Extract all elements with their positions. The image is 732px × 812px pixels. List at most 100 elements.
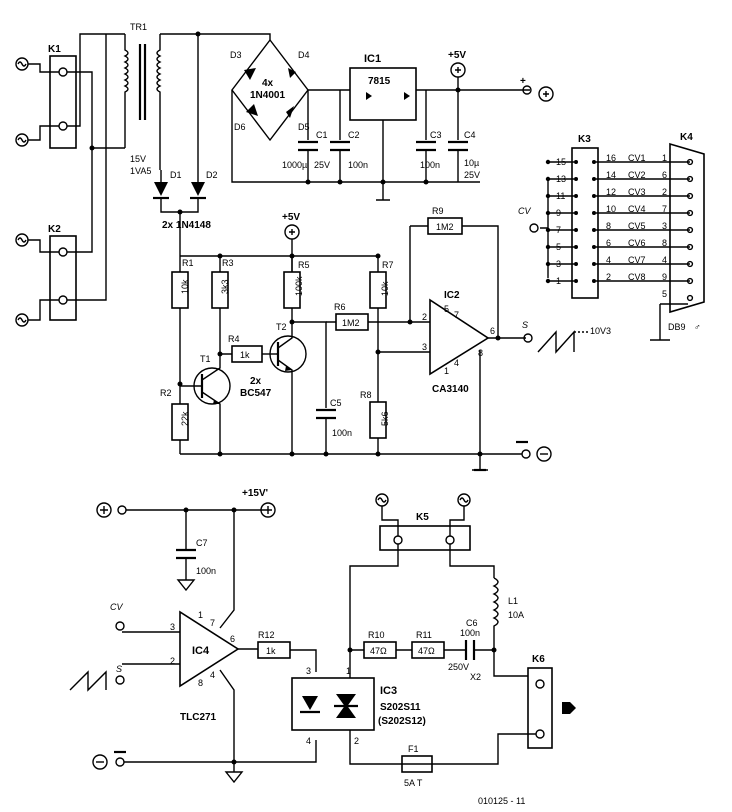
r10-label: R10 [368,630,385,640]
k6-label: K6 [532,654,545,665]
r3-label: R3 [222,258,234,268]
output-plug-icon [562,702,576,714]
d3-label: D3 [230,50,242,60]
db9-pin: 3 [662,221,667,231]
resistor-r10: R10 47Ω [363,630,397,659]
resistor-r8: R8 5k6 [360,352,390,454]
k3-pin-right: 10 [606,204,616,214]
ic4-label: IC4 [192,645,210,657]
ic4-pin2: 2 [170,656,175,666]
ic4-pin3: 3 [170,622,175,632]
fuse-f1: F1 5A T [401,744,433,788]
resistor-r5: R5 100k [283,256,310,309]
c7-label: C7 [196,538,208,548]
ic4-part: TLC271 [180,712,217,723]
cv-label: CV [518,206,531,216]
s-ic4-label: S [116,664,122,674]
k3-pin-right: 4 [606,255,611,265]
r9-label: R9 [432,206,444,216]
c2-label: C2 [348,130,360,140]
regulator-ic1: 7815 IC1 +5V + [340,50,554,201]
c6-value: 100n [460,628,480,638]
f1-rating: 5A T [404,778,423,788]
db9-pin: 1 [662,153,667,163]
ic3-pin2: 2 [354,736,359,746]
db9-pin: 8 [662,238,667,248]
voltage-label: 10V3 [590,326,611,336]
transistors-count: 2x [250,376,262,387]
transistor-t1: T1 [180,354,231,454]
opamp-ic2: IC2 CA3140 2 3 6 5 7 8 4 1 [422,290,526,454]
resistor-r4: R4 1k [228,334,276,363]
capacitors-supply: C1 1000µ 25V C2 100n C3 100n C4 10µ 25V [282,90,480,185]
r2-label: R2 [160,388,172,398]
r11-label: R11 [416,630,432,640]
ic3-pin1: 1 [346,666,351,676]
db9-pin: 9 [662,272,667,282]
ic4-pin1: 1 [198,610,203,620]
r1-label: R1 [182,258,194,268]
ic3-label: IC3 [380,685,397,697]
k5-label: K5 [416,512,429,523]
db9-pin: 6 [662,170,667,180]
cv-ic4-label: CV [110,602,123,612]
ic2-pin3: 3 [422,342,427,352]
r3-value: 3k3 [220,279,230,294]
c3-value: 100n [420,160,440,170]
connector-k2: K2 [15,224,77,327]
cv-line-label: CV1 [628,153,646,163]
ic2-label: IC2 [444,290,460,301]
resistor-r11: R11 47Ω [411,630,445,659]
c6-label: C6 [466,618,478,628]
v5-mid-label: +5V [282,212,300,223]
r12-label: R12 [258,630,275,640]
r8-label: R8 [360,390,372,400]
c5-value: 100n [332,428,352,438]
r10-value: 47Ω [370,646,387,656]
c4-value: 10µ [464,158,479,168]
cv-line-label: CV7 [628,255,646,265]
d2-label: D2 [206,170,218,180]
k2-label: K2 [48,224,61,235]
resistor-r2: R2 22k [160,384,190,454]
db9-label: DB9 [668,322,686,332]
l1-rating: 10A [508,610,524,620]
k3-pin-right: 16 [606,153,616,163]
cv-line-label: CV6 [628,238,646,248]
r6-label: R6 [334,302,346,312]
r1-value: 10k [180,279,190,294]
capacitor-c7: C7 100n [176,510,216,592]
cv-line-label: CV5 [628,221,646,231]
d6-label: D6 [234,122,246,132]
cv-line-label: CV4 [628,204,646,214]
r5-value: 100k [294,276,304,296]
f1-label: F1 [408,744,419,754]
db9-pin: 4 [662,255,667,265]
bridge-rectifier: D3 D4 D6 D5 4x 1N4001 [230,38,310,142]
c4-label: C4 [464,130,476,140]
inductor-l1: L1 10A [492,577,524,650]
ic2-pin5: 5 [444,304,449,314]
l1-label: L1 [508,596,518,606]
k4-label: K4 [680,132,693,143]
d5-label: D5 [298,122,310,132]
ic1-part: 7815 [368,76,391,87]
k3-label: K3 [578,134,591,145]
d4-label: D4 [298,50,310,60]
db9-pin: 2 [662,187,667,197]
tr1-rating-1: 15V [130,154,146,164]
figure-id: 010125 - 11 [478,796,525,806]
connector-k1: K1 [15,44,77,149]
r4-value: 1k [240,350,250,360]
r9-value: 1M2 [436,222,454,232]
v5-top-label: +5V [448,50,466,61]
c4-voltage: 25V [464,170,480,180]
ic4-pin4: 4 [210,670,215,680]
c6-voltage: 250V [448,662,469,672]
t1-label: T1 [200,354,211,364]
c2-value: 100n [348,160,368,170]
opamp-ic4: IC4 TLC271 1 7 3 2 6 4 8 [122,510,258,760]
c6-class: X2 [470,672,481,682]
